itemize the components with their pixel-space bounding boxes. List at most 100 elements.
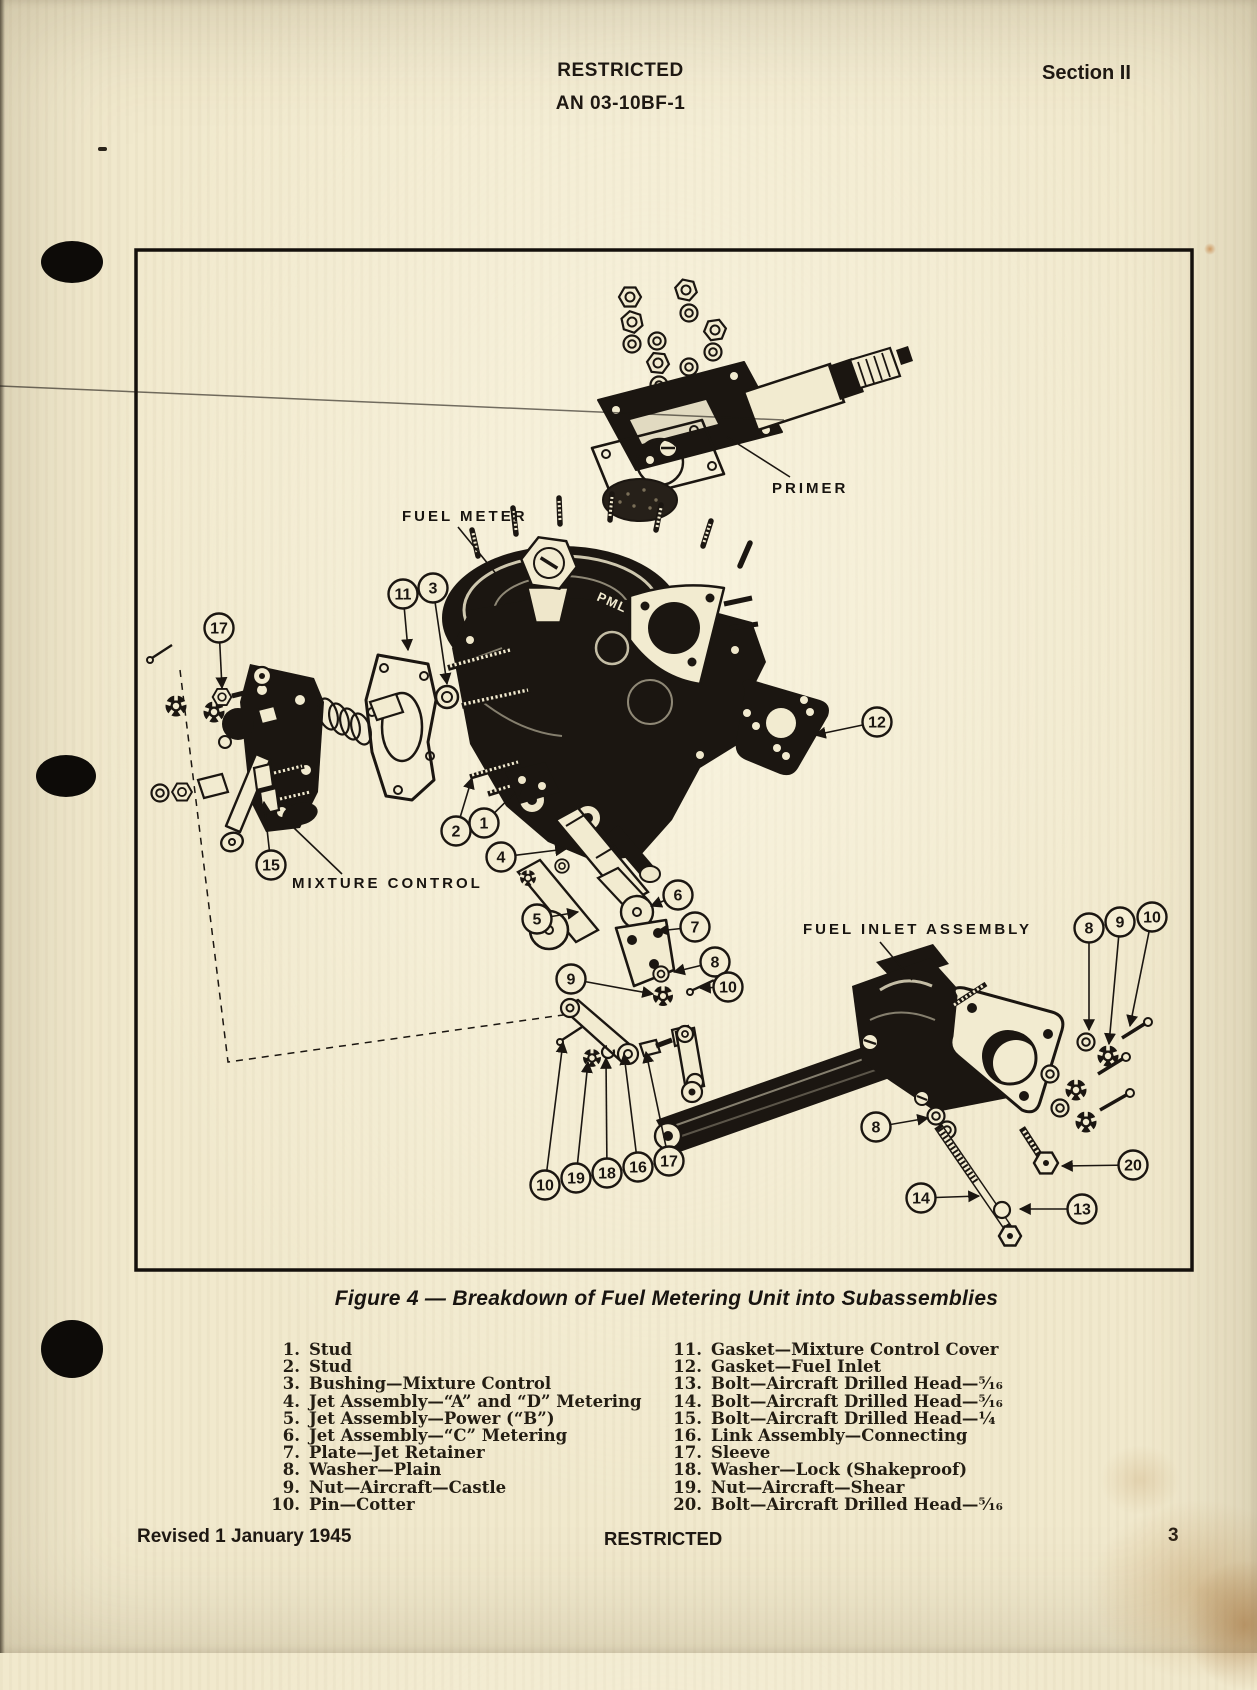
callout-16: 16	[619, 1052, 654, 1183]
exploded-diagram: PML	[0, 248, 1194, 1272]
part-row: 12. Gasket—Fuel Inlet	[668, 1358, 1003, 1375]
binder-hole	[36, 755, 96, 797]
fuel-inlet-gasket	[735, 679, 829, 776]
callout-circle	[203, 612, 235, 644]
part-row: 4.Jet Assembly—“A” and “D” Metering	[266, 1392, 642, 1410]
part-row: 13. Bolt—Aircraft Drilled Head—⁵⁄₁₆	[668, 1375, 1003, 1392]
callout-11: 11	[387, 578, 419, 652]
mixture-control-assembly	[145, 643, 405, 853]
fuel-inlet-assembly	[852, 944, 1153, 1140]
callout-number: 14	[912, 1191, 930, 1208]
scan-edge	[0, 0, 5, 1653]
callout-number: 9	[1116, 915, 1125, 932]
part-name: Jet Assembly—“C” Metering	[309, 1426, 568, 1446]
part-name: Bolt—Aircraft Drilled Head—⁵⁄₁₆	[711, 1391, 1003, 1411]
callout-number: 13	[1073, 1202, 1091, 1219]
callout-number: 15	[262, 858, 280, 875]
callout-circle	[521, 903, 553, 935]
part-row: 10.Pin—Cotter	[266, 1496, 642, 1513]
callout-circle	[905, 1182, 937, 1214]
callout-number: 8	[711, 955, 720, 972]
binder-hole	[41, 241, 103, 283]
callout-15: 15	[255, 800, 287, 881]
callout-1: 1	[468, 784, 524, 839]
callout-10: 10	[1126, 901, 1168, 1028]
callout-7: 7	[656, 911, 711, 943]
part-row: 9.Nut—Aircraft—Castle	[266, 1477, 642, 1497]
callout-number: 8	[872, 1120, 881, 1137]
part-number: 20.	[673, 1494, 702, 1514]
callout-circle	[529, 1169, 561, 1201]
callout-number: 10	[719, 980, 737, 997]
callout-circle	[699, 946, 731, 978]
part-number: 12.	[673, 1357, 702, 1377]
callout-10: 10	[698, 971, 744, 1003]
callout-circle	[622, 1151, 654, 1183]
part-row: 5.Jet Assembly—Power (“B”)	[266, 1410, 642, 1427]
part-number: 11.	[673, 1340, 702, 1359]
part-row: 7.Plate—Jet Retainer	[266, 1444, 642, 1461]
part-name: Pin—Cotter	[309, 1494, 415, 1514]
callout-circle	[1117, 1149, 1149, 1181]
callout-20: 20	[1060, 1149, 1149, 1181]
part-row: 17.Sleeve	[668, 1444, 1003, 1461]
callout-circle	[1104, 906, 1136, 938]
part-row: 16. Link Assembly—Connecting	[668, 1427, 1003, 1444]
part-number: 13.	[673, 1374, 702, 1394]
callout-number: 19	[567, 1171, 585, 1188]
part-row: 6. Jet Assembly—“C” Metering	[266, 1427, 642, 1444]
part-row: 18.Washer—Lock (Shakeproof)	[668, 1461, 1003, 1478]
callout-number: 2	[452, 824, 461, 841]
part-row: 8.Washer—Plain	[266, 1461, 642, 1478]
callout-4: 4	[485, 841, 568, 873]
callout-circle	[1136, 901, 1168, 933]
callout-circle	[679, 911, 711, 943]
part-name: Link Assembly—Connecting	[711, 1426, 968, 1446]
callout-number: 4	[497, 850, 506, 867]
callout-number: 17	[210, 621, 228, 638]
callout-circle	[560, 1162, 592, 1194]
header-doc-number: AN 03-10BF-1	[555, 93, 686, 114]
part-number: 9.	[282, 1477, 300, 1497]
callout-17: 17	[203, 612, 235, 690]
mixture-control-gasket	[364, 653, 438, 802]
part-name: Bolt—Aircraft Drilled Head—⁵⁄₁₆	[711, 1494, 1003, 1514]
part-row: 19.Nut—Aircraft—Shear	[668, 1478, 1003, 1496]
part-number: 6.	[282, 1426, 300, 1446]
callout-circle	[662, 879, 694, 911]
callout-12: 12	[813, 706, 893, 739]
part-number: 15.	[673, 1408, 702, 1428]
callout-number: 1	[480, 816, 489, 833]
callout-2: 2	[440, 776, 475, 847]
part-number: 16.	[673, 1426, 702, 1446]
callout-circle	[1073, 912, 1105, 944]
callout-8: 8	[1073, 912, 1105, 1032]
part-number: 8.	[282, 1460, 300, 1480]
part-name: Gasket—Fuel Inlet	[711, 1357, 882, 1377]
callout-17: 17	[642, 1050, 685, 1177]
part-name: Bolt—Aircraft Drilled Head—⁵⁄₁₆	[711, 1374, 1003, 1394]
callout-circle	[860, 1111, 892, 1143]
callout-5: 5	[521, 903, 580, 935]
part-name: Bushing—Mixture Control	[309, 1374, 552, 1394]
footer-revised-date: Revised 1 January 1945	[137, 1526, 352, 1547]
callout-number: 12	[868, 715, 886, 732]
callout-number: 20	[1124, 1158, 1142, 1175]
callout-8: 8	[860, 1111, 930, 1143]
callout-19: 19	[560, 1060, 593, 1194]
callout-8: 8	[672, 946, 731, 978]
callout-number: 18	[598, 1166, 616, 1183]
callout-10: 10	[529, 1040, 568, 1201]
callout-number: 11	[395, 587, 412, 604]
callout-circle	[468, 807, 500, 839]
callout-circle	[387, 578, 419, 610]
part-row: 1.Stud	[266, 1341, 642, 1358]
callout-number: 10	[1143, 910, 1161, 927]
paper-speck	[98, 147, 107, 151]
callout-circle	[591, 1157, 623, 1189]
callout-14: 14	[905, 1182, 981, 1214]
part-name: Stud	[309, 1340, 353, 1359]
